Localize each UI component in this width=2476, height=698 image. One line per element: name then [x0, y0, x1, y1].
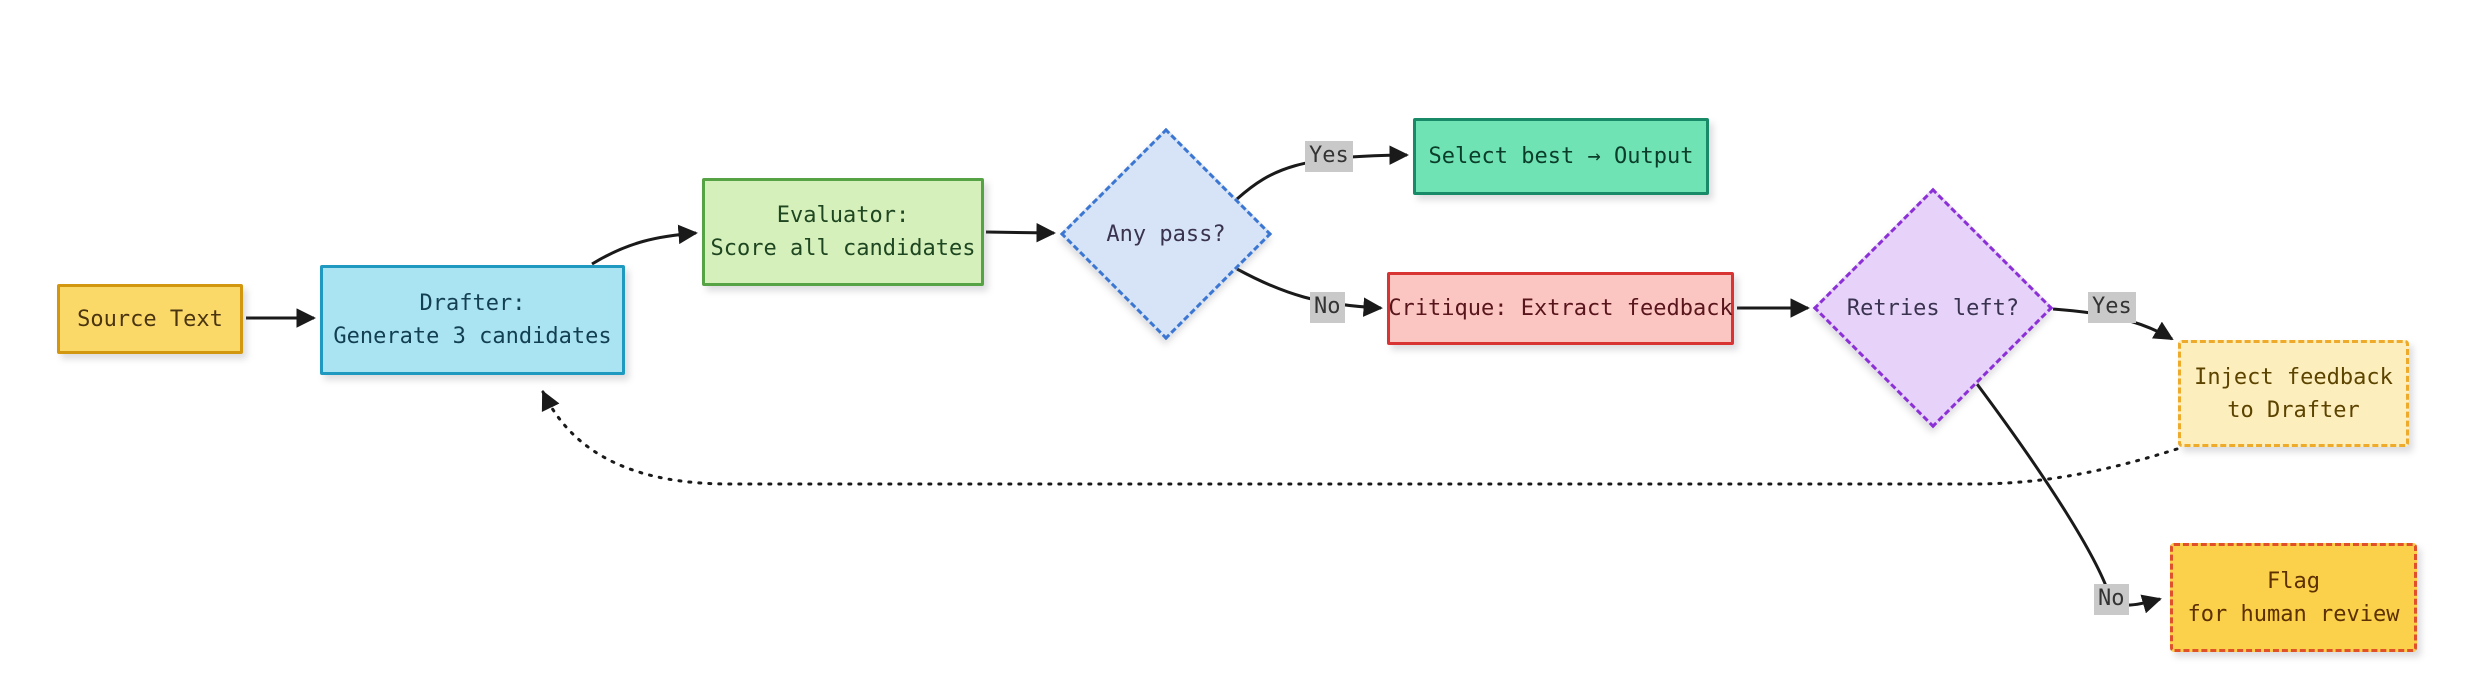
node-flag-human-review-line2: for human review	[2187, 601, 2400, 627]
node-evaluator: Evaluator: Score all candidates	[702, 178, 984, 286]
decision-any-pass-label: Any pass?	[1106, 221, 1226, 247]
edge-label-retries-yes: Yes	[2088, 292, 2136, 323]
node-critique-label: Critique: Extract feedback	[1388, 296, 1733, 321]
node-drafter: Drafter: Generate 3 candidates	[320, 265, 625, 375]
node-inject-feedback-line1: Inject feedback	[2194, 364, 2393, 390]
edge-inject-feedback-loop-to-drafter	[541, 390, 2179, 486]
node-drafter-line2: Generate 3 candidates	[333, 324, 612, 349]
edge-anypass-yes-to-select	[1236, 145, 1409, 201]
decision-retries-left: Retries left?	[1812, 187, 2054, 429]
node-select-best-output: Select best → Output	[1413, 118, 1709, 195]
decision-retries-left-label: Retries left?	[1846, 295, 2020, 321]
edge-label-any-pass-yes: Yes	[1305, 141, 1353, 172]
edge-label-any-pass-no: No	[1310, 292, 1345, 323]
node-source-text-label: Source Text	[77, 306, 223, 332]
node-flag-human-review-line1: Flag	[2267, 568, 2320, 594]
node-select-best-output-label: Select best → Output	[1428, 144, 1694, 169]
edge-anypass-no-to-critique	[1236, 267, 1383, 317]
edge-drafter-to-evaluator	[591, 224, 698, 266]
node-evaluator-line2: Score all candidates	[710, 236, 976, 261]
node-critique: Critique: Extract feedback	[1387, 272, 1734, 345]
edge-retries-no-to-flag	[1975, 383, 2162, 614]
node-evaluator-line1: Evaluator:	[776, 203, 910, 228]
edge-label-retries-no: No	[2094, 584, 2129, 615]
decision-any-pass: Any pass?	[1059, 127, 1273, 341]
node-source-text: Source Text	[57, 284, 243, 354]
node-flag-human-review: Flag for human review	[2170, 543, 2417, 652]
node-inject-feedback: Inject feedback to Drafter	[2178, 340, 2409, 447]
node-drafter-line1: Drafter:	[419, 291, 526, 316]
node-inject-feedback-line2: to Drafter	[2227, 397, 2360, 423]
edge-evaluator-to-anypass	[985, 222, 1056, 243]
